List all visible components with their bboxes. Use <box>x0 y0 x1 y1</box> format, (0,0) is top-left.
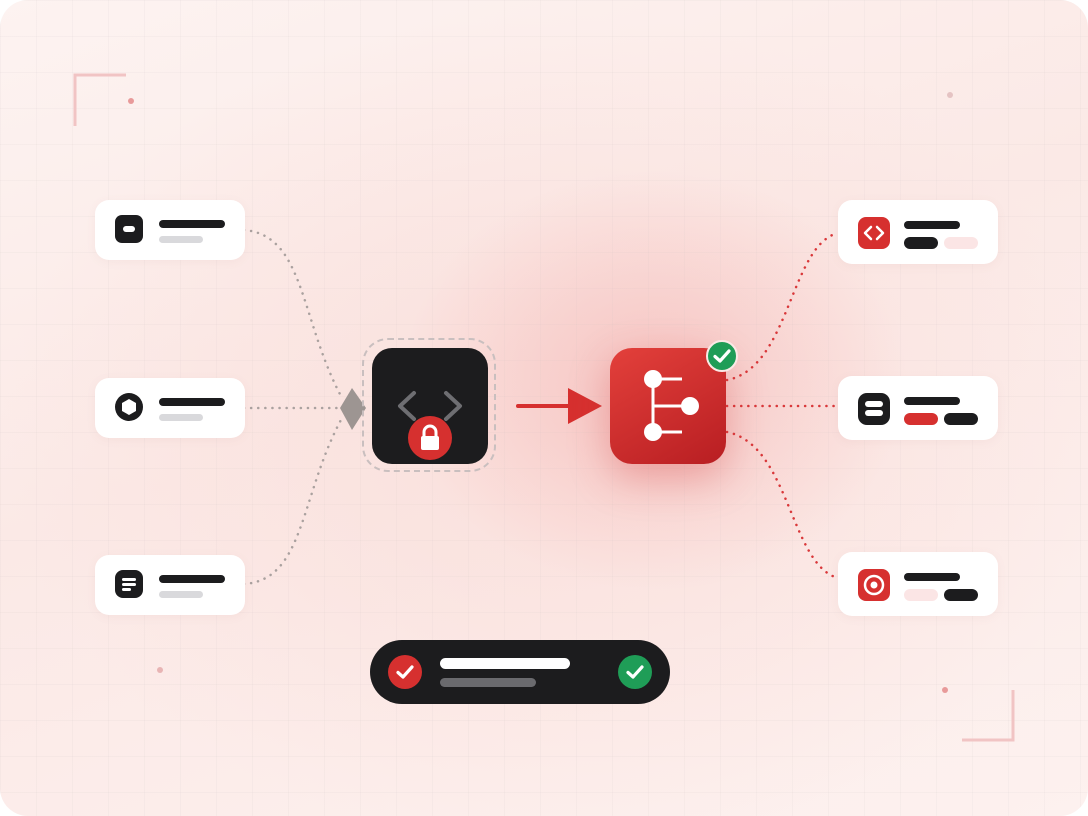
pill-pink <box>944 237 978 249</box>
tree-processor-node[interactable]: tree-structure-icon check-icon <box>610 340 738 464</box>
minus-square-icon <box>115 215 143 243</box>
pill-dark <box>944 413 978 425</box>
pill-dark <box>904 237 938 249</box>
source-card-3[interactable]: document-list-icon <box>95 555 245 615</box>
target-icon <box>858 569 890 601</box>
lock-icon <box>408 416 452 460</box>
source-connector-1 <box>242 228 344 400</box>
merge-diamond <box>340 388 366 430</box>
title-placeholder <box>159 220 225 228</box>
corner-bracket-top-left <box>73 73 126 126</box>
source-card-1[interactable]: minus-square-icon <box>95 200 245 260</box>
output-connector-1 <box>725 231 840 382</box>
title-placeholder <box>904 573 960 581</box>
status-bar[interactable]: check-circle-red-icon check-circle-green… <box>370 640 670 704</box>
check-circle-green-icon <box>618 655 652 689</box>
decor-dot <box>128 98 134 104</box>
pill-dark <box>944 589 978 601</box>
subtitle-placeholder <box>159 591 203 598</box>
source-connector-3 <box>242 416 344 586</box>
code-hub-node[interactable]: code-brackets-icon lock-icon <box>372 348 488 464</box>
pill-red <box>904 413 938 425</box>
hub-focus-ring <box>362 338 496 472</box>
title-placeholder <box>159 575 225 583</box>
subtitle-placeholder <box>159 414 203 421</box>
status-subtitle-placeholder <box>440 678 536 687</box>
title-placeholder <box>904 221 960 229</box>
decor-dot <box>942 687 948 693</box>
code-brackets-icon <box>398 391 462 421</box>
code-brackets-icon <box>858 217 890 249</box>
output-card-1[interactable]: code-brackets-icon <box>838 200 998 264</box>
output-card-3[interactable]: target-icon <box>838 552 998 616</box>
subtitle-placeholder <box>159 236 203 243</box>
corner-bracket-bottom-right <box>962 690 1015 742</box>
output-connector-3 <box>725 430 840 580</box>
decor-dot <box>947 92 953 98</box>
title-placeholder <box>904 397 960 405</box>
database-icon <box>858 393 890 425</box>
tree-structure-icon <box>644 370 699 441</box>
document-list-icon <box>115 570 143 598</box>
status-title-placeholder <box>440 658 570 669</box>
source-card-2[interactable]: hexagon-icon <box>95 378 245 438</box>
check-icon <box>706 340 738 372</box>
title-placeholder <box>159 398 225 406</box>
flow-arrow-head <box>568 388 602 424</box>
decor-dot <box>157 667 163 673</box>
check-circle-red-icon <box>388 655 422 689</box>
pill-pink <box>904 589 938 601</box>
output-card-2[interactable]: database-icon <box>838 376 998 440</box>
hexagon-icon <box>115 393 143 421</box>
